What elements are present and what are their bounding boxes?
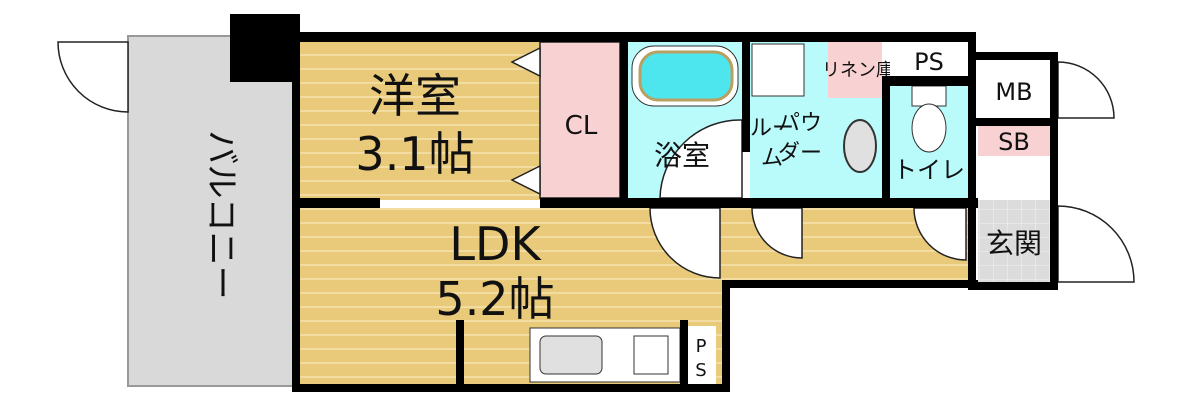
linen-label: リネン庫 (822, 60, 894, 81)
sb: SB (978, 126, 1050, 156)
entrance: 玄関 (978, 61, 1135, 283)
kitchen-sink-icon (539, 335, 603, 375)
ps-bottom (686, 326, 716, 384)
toilet-label: トイレ (893, 156, 965, 184)
toilet-room: トイレ (890, 85, 968, 198)
washing-machine-pan (751, 43, 805, 97)
ps-bottom-label-1: P (696, 336, 707, 357)
mb: MB (978, 60, 1050, 118)
powder-label-4: ム (761, 146, 783, 171)
stove-icon (633, 335, 669, 375)
entrance-door-swing (1057, 205, 1135, 283)
entrance-label: 玄関 (986, 227, 1042, 260)
balcony-door-swing (57, 41, 129, 113)
western-room-name: 洋室 (369, 69, 461, 123)
powder-room: リネン庫 パウ ダー ルー ム (750, 42, 894, 198)
ps-top-label: PS (914, 48, 944, 76)
sb-label: SB (998, 128, 1030, 156)
ps-top: PS (890, 42, 968, 76)
balcony: バルコニー (57, 35, 295, 387)
mb-label: MB (995, 78, 1032, 106)
powder-label-3: ルー (750, 116, 794, 141)
balcony-label: バルコニー (201, 130, 241, 299)
ldk-size: 5.2帖 (435, 272, 554, 326)
pillar (230, 14, 300, 82)
ldk-name: LDK (449, 217, 542, 271)
ldk: LDK 5.2帖 P S (300, 207, 968, 386)
bathroom: 浴室 (628, 42, 743, 199)
western-room: 洋室 3.1帖 (300, 40, 540, 200)
closet-label: CL (565, 111, 598, 141)
walls (292, 32, 1058, 392)
sink-icon (843, 119, 877, 173)
bathroom-label: 浴室 (654, 139, 710, 172)
powder-label-1: パウ (778, 111, 822, 136)
western-room-size: 3.1帖 (355, 127, 474, 181)
powder-label-2: ダー (778, 141, 822, 166)
linen-storage (828, 42, 882, 98)
ps-bottom-label-2: S (695, 360, 706, 381)
toilet-icon (911, 103, 947, 153)
